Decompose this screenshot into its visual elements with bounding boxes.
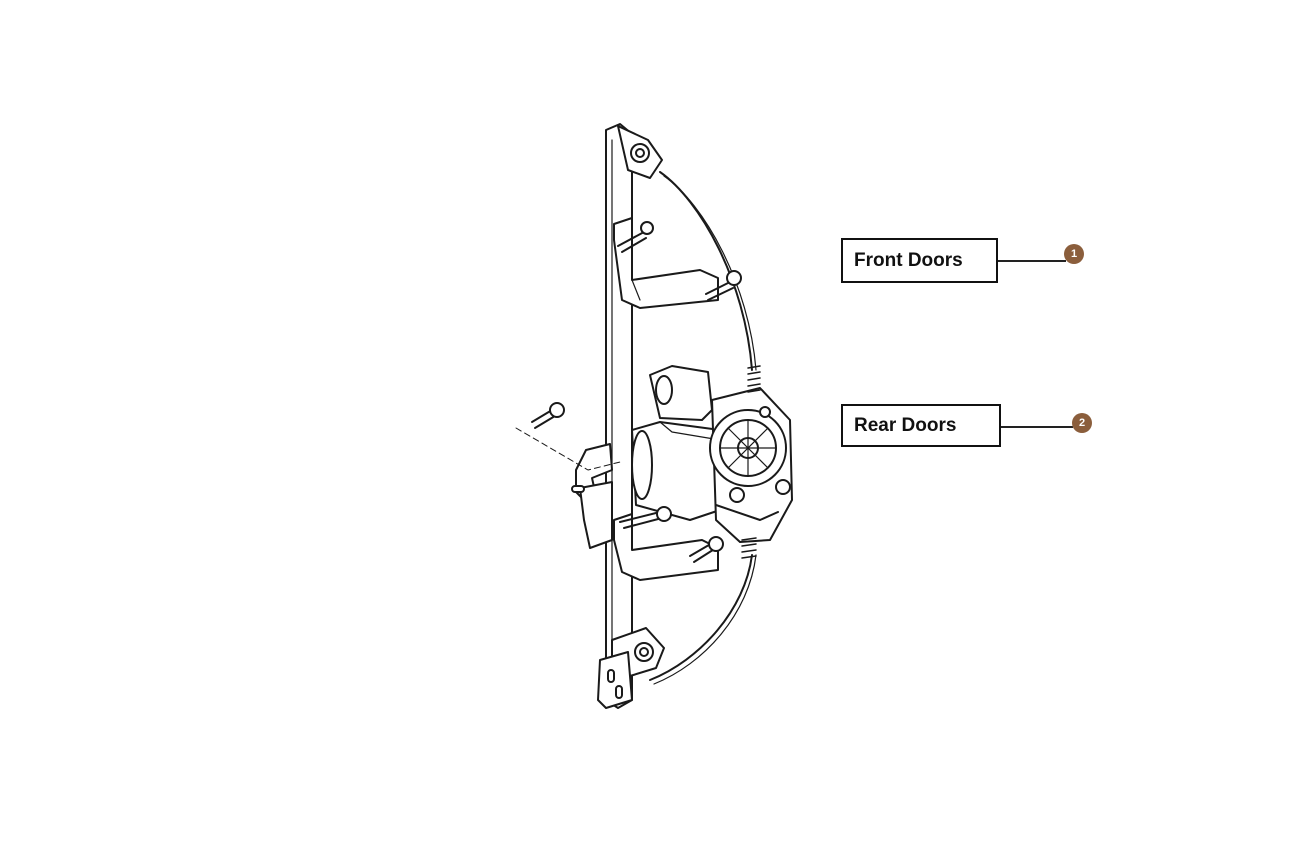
hotspot-marker[interactable]: 2 [1072, 413, 1092, 433]
upper-spring [747, 365, 761, 393]
callout-label: Front Doors [854, 249, 963, 271]
callout-leader-line [1001, 426, 1073, 428]
lower-spring [741, 537, 757, 559]
callout-front-doors[interactable]: Front Doors [841, 238, 998, 283]
upper-cable [659, 171, 753, 371]
callout-rear-doors[interactable]: Rear Doors [841, 404, 1001, 447]
lower-bracket [613, 513, 719, 581]
callout-label: Rear Doors [854, 414, 957, 436]
upper-bracket [613, 217, 719, 309]
callout-leader-line [998, 260, 1066, 262]
guide-rail [605, 123, 633, 709]
lower-cable [649, 554, 753, 681]
assembly-guide [515, 427, 621, 471]
loose-bolt [549, 402, 565, 418]
hotspot-marker[interactable]: 1 [1064, 244, 1084, 264]
